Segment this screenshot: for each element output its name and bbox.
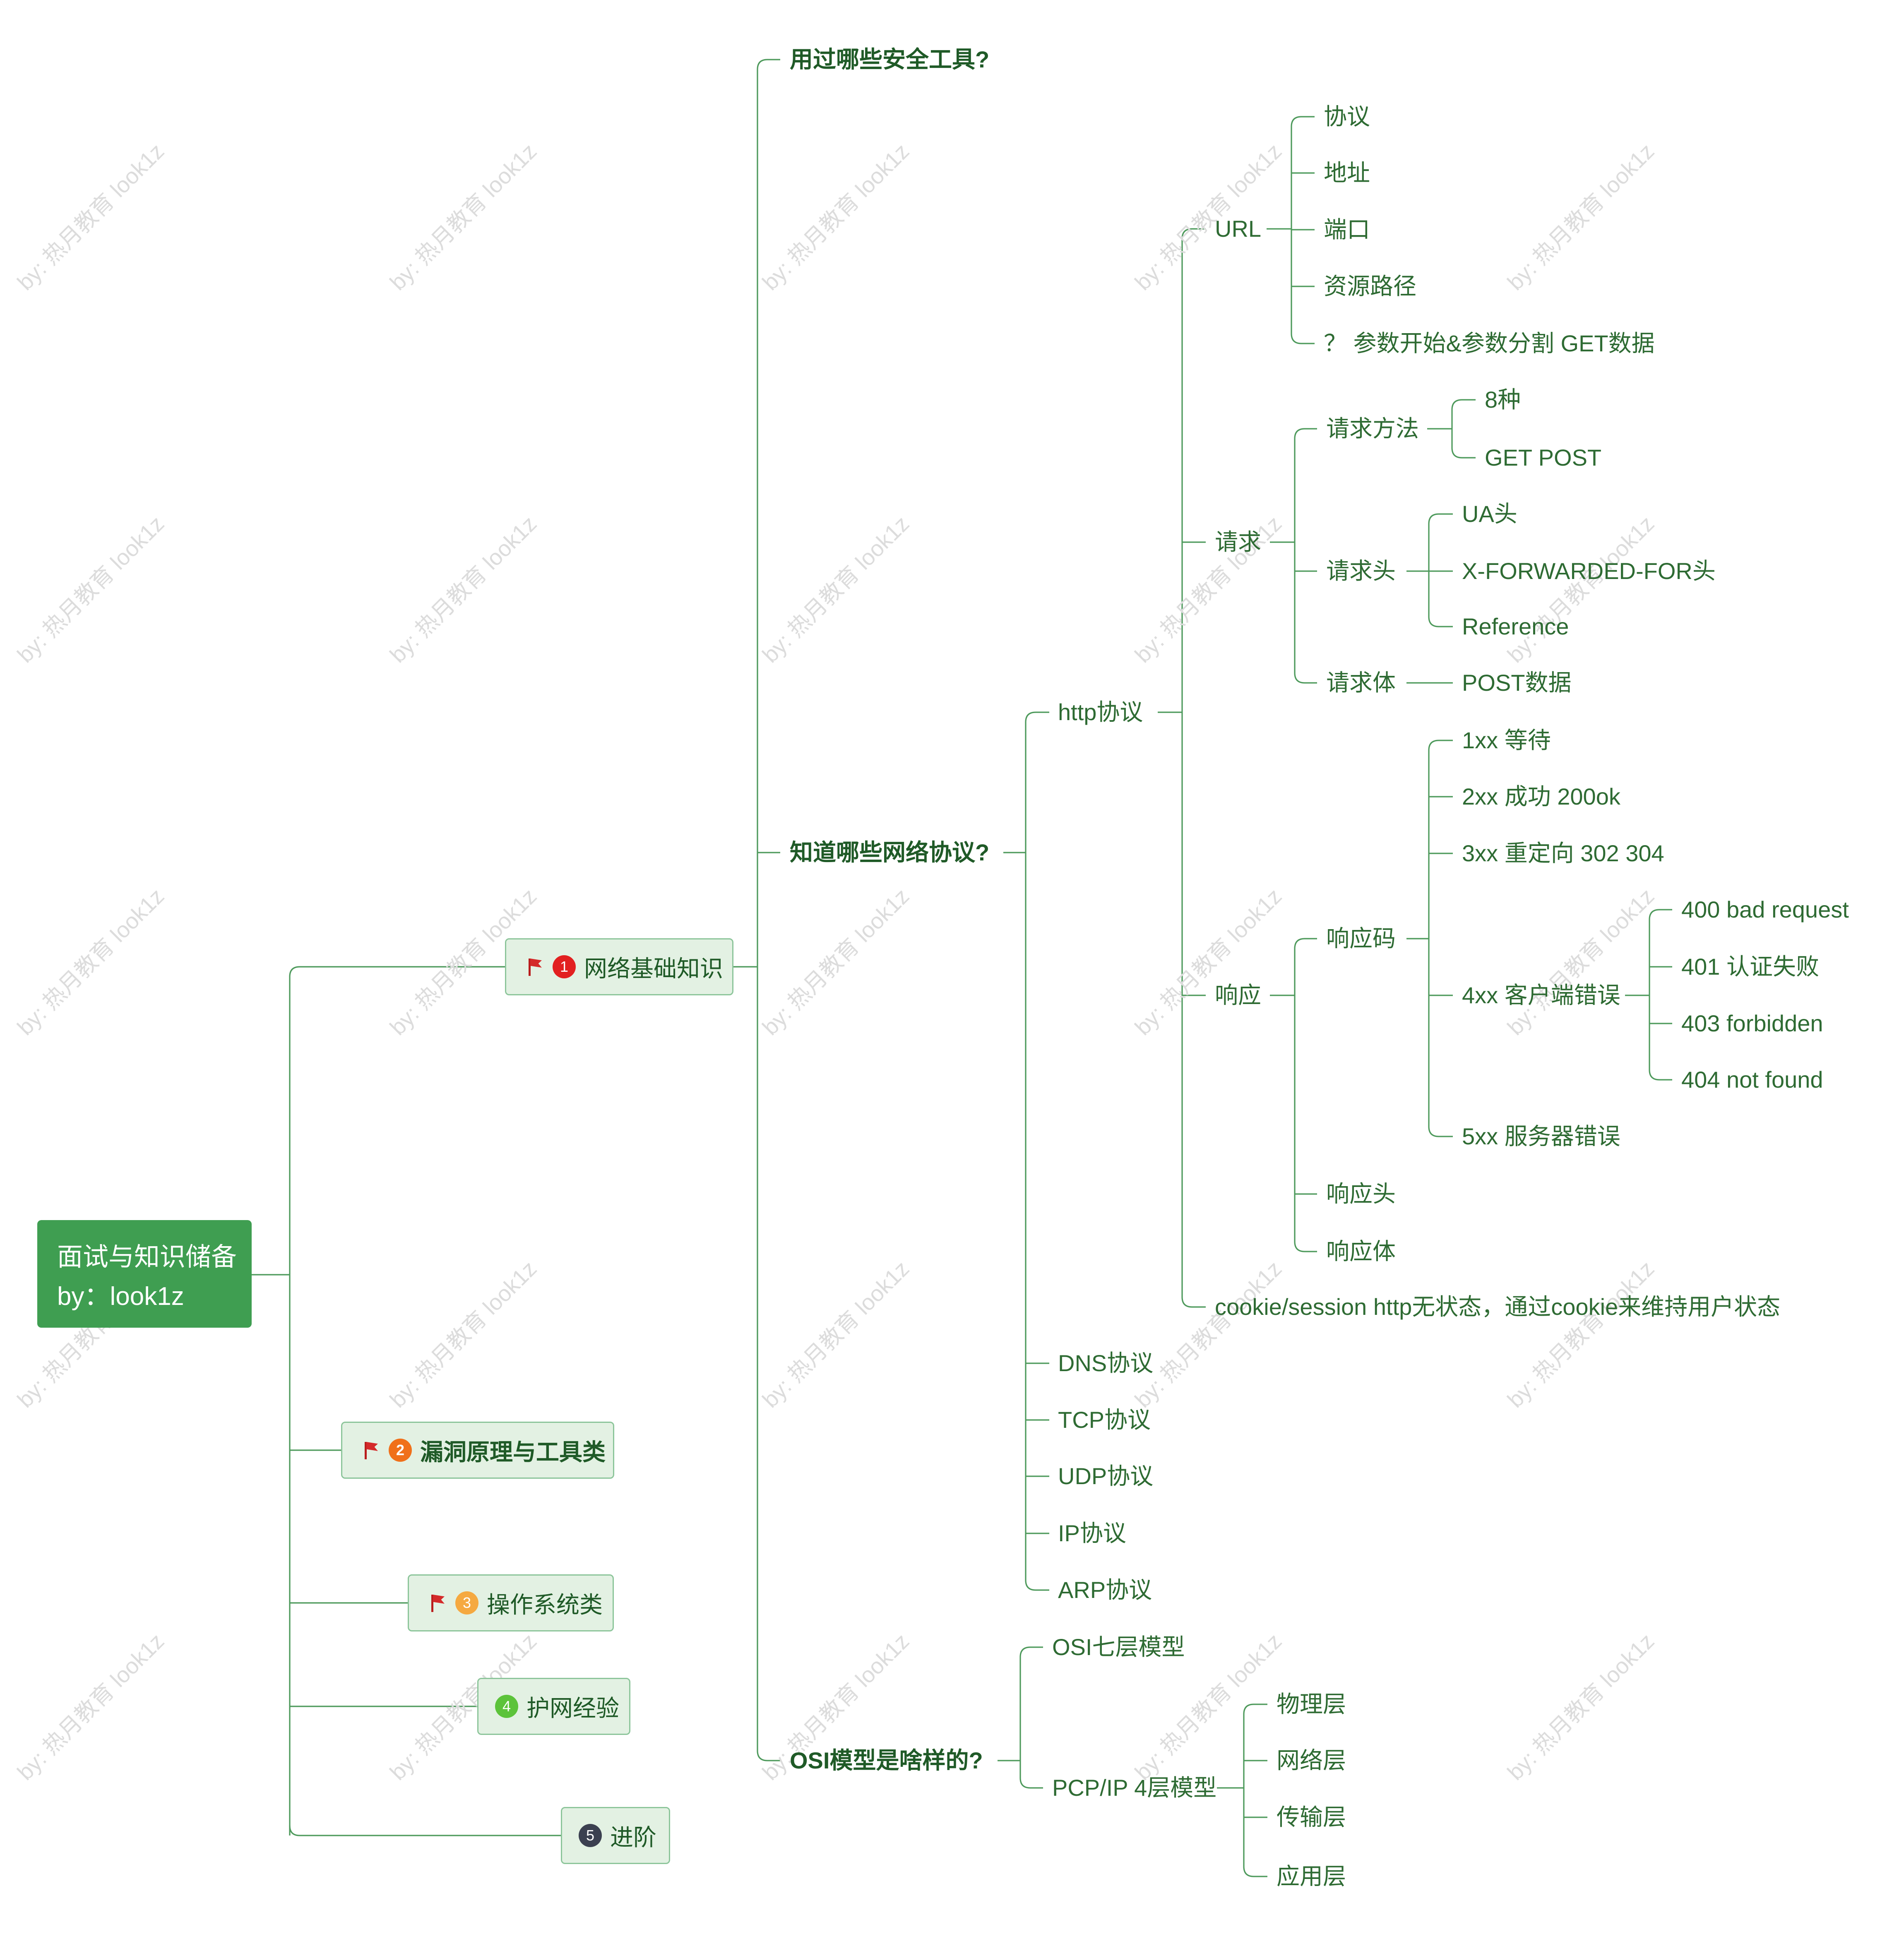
- root-author: by：look1z: [57, 1282, 184, 1311]
- topic-http[interactable]: http协议: [1058, 699, 1143, 725]
- flag-icon: [524, 956, 546, 978]
- request-body[interactable]: 请求体: [1326, 670, 1396, 696]
- code-3xx[interactable]: 3xx 重定向 302 304: [1462, 840, 1664, 866]
- topic-response[interactable]: 响应: [1215, 982, 1261, 1008]
- header-xff[interactable]: X-FORWARDED-FOR头: [1462, 558, 1716, 584]
- connector-to-q-tools: [757, 59, 780, 70]
- code-403[interactable]: 403 forbidden: [1681, 1010, 1823, 1036]
- connector-4xx-4: [1649, 1069, 1672, 1081]
- branch-label: 护网经验: [526, 1695, 619, 1721]
- priority-1-icon: 1: [553, 955, 576, 978]
- connector-four-4: [1243, 1866, 1267, 1877]
- connector-header-1: [1428, 513, 1453, 524]
- topic-request[interactable]: 请求: [1215, 529, 1261, 555]
- method-get-post[interactable]: GET POST: [1485, 444, 1602, 471]
- topic-cookie-session[interactable]: cookie/session http无状态，通过cookie来维持用户状态: [1215, 1294, 1781, 1320]
- header-reference[interactable]: Reference: [1462, 613, 1569, 639]
- connector-to-http: [1025, 711, 1049, 723]
- connector-url-1: [1291, 116, 1315, 127]
- topic-ip[interactable]: IP协议: [1058, 1520, 1126, 1546]
- topic-url[interactable]: URL: [1215, 216, 1262, 242]
- connector-to-url: [1181, 228, 1206, 239]
- q-network-protocols[interactable]: 知道哪些网络协议?: [790, 839, 990, 865]
- branch-label: 网络基础知识: [584, 955, 723, 982]
- topic-udp[interactable]: UDP协议: [1058, 1463, 1154, 1489]
- url-port[interactable]: 端口: [1324, 216, 1370, 243]
- response-code[interactable]: 响应码: [1326, 925, 1396, 951]
- url-protocol[interactable]: 协议: [1324, 103, 1370, 130]
- response-body[interactable]: 响应体: [1326, 1238, 1396, 1264]
- priority-5-icon: 5: [579, 1824, 602, 1847]
- layer-network[interactable]: 网络层: [1277, 1747, 1346, 1773]
- body-post-data[interactable]: POST数据: [1462, 670, 1572, 696]
- code-400[interactable]: 400 bad request: [1681, 896, 1849, 923]
- method-8-kinds[interactable]: 8种: [1485, 387, 1521, 413]
- branch-advanced[interactable]: 5 进阶: [561, 1807, 670, 1864]
- connector-to-q-osi: [757, 1750, 780, 1761]
- connector-4xx-1: [1649, 909, 1672, 920]
- root-topic[interactable]: 面试与知识储备 by：look1z: [37, 1220, 252, 1328]
- request-header[interactable]: 请求头: [1326, 558, 1396, 584]
- code-1xx[interactable]: 1xx 等待: [1462, 727, 1551, 753]
- branch-label: 操作系统类: [487, 1591, 603, 1618]
- connector-code-5: [1428, 1126, 1453, 1137]
- code-401[interactable]: 401 认证失败: [1681, 954, 1819, 980]
- branch-network-basics[interactable]: 1 网络基础知识: [505, 938, 733, 995]
- connector-to-arp: [1025, 1580, 1049, 1591]
- connector-to-req-body: [1294, 673, 1317, 684]
- branch-label: 进阶: [610, 1824, 656, 1850]
- connector-to-cookie: [1181, 1297, 1206, 1308]
- layer-physical[interactable]: 物理层: [1277, 1691, 1346, 1717]
- url-address[interactable]: 地址: [1324, 160, 1370, 186]
- connector-to-code: [1294, 938, 1317, 949]
- connector-to-four: [1019, 1778, 1043, 1789]
- topic-dns[interactable]: DNS协议: [1058, 1350, 1154, 1376]
- connector-to-resp-body: [1294, 1241, 1317, 1252]
- code-404[interactable]: 404 not found: [1681, 1067, 1823, 1093]
- connector-method-1: [1451, 399, 1476, 410]
- topic-tcp[interactable]: TCP协议: [1058, 1407, 1151, 1433]
- connector-code-1: [1428, 740, 1453, 751]
- root-title: 面试与知识储备: [57, 1243, 237, 1271]
- connector-to-method: [1294, 428, 1317, 439]
- q-osi-model[interactable]: OSI模型是啥样的?: [790, 1747, 983, 1773]
- connector-header-3: [1428, 616, 1453, 627]
- priority-2-icon: 2: [389, 1439, 412, 1462]
- code-5xx[interactable]: 5xx 服务器错误: [1462, 1123, 1620, 1149]
- response-header[interactable]: 响应头: [1326, 1181, 1396, 1207]
- tcpip-four-layer[interactable]: PCP/IP 4层模型: [1052, 1775, 1217, 1801]
- branch-operating-system[interactable]: 3 操作系统类: [408, 1574, 614, 1631]
- url-query-params[interactable]: ？ 参数开始&参数分割 GET数据: [1324, 330, 1655, 356]
- code-4xx[interactable]: 4xx 客户端错误: [1462, 982, 1620, 1008]
- flag-icon: [361, 1439, 382, 1461]
- layer-transport[interactable]: 传输层: [1277, 1804, 1346, 1830]
- priority-3-icon: 3: [455, 1591, 478, 1614]
- branch-vulnerability-tools[interactable]: 2 漏洞原理与工具类: [341, 1422, 614, 1479]
- layer-application[interactable]: 应用层: [1277, 1863, 1346, 1889]
- connector-method-2: [1451, 447, 1476, 459]
- connector-to-branch-5: [289, 1825, 561, 1836]
- code-2xx[interactable]: 2xx 成功 200ok: [1462, 783, 1620, 810]
- connector-to-seven: [1019, 1646, 1043, 1658]
- connector-to-branch-1: [289, 966, 505, 977]
- flag-icon: [427, 1592, 449, 1614]
- priority-4-icon: 4: [495, 1695, 518, 1718]
- connector-url-5: [1291, 333, 1315, 344]
- connector-four-1: [1243, 1703, 1267, 1715]
- url-resource-path[interactable]: 资源路径: [1324, 273, 1416, 299]
- branch-hw-experience[interactable]: 4 护网经验: [477, 1678, 630, 1735]
- branch-label: 漏洞原理与工具类: [420, 1439, 606, 1465]
- osi-seven-layer[interactable]: OSI七层模型: [1052, 1634, 1185, 1660]
- request-method[interactable]: 请求方法: [1326, 416, 1419, 442]
- header-ua[interactable]: UA头: [1462, 501, 1517, 527]
- topic-arp[interactable]: ARP协议: [1058, 1577, 1152, 1603]
- q-security-tools[interactable]: 用过哪些安全工具?: [790, 46, 990, 72]
